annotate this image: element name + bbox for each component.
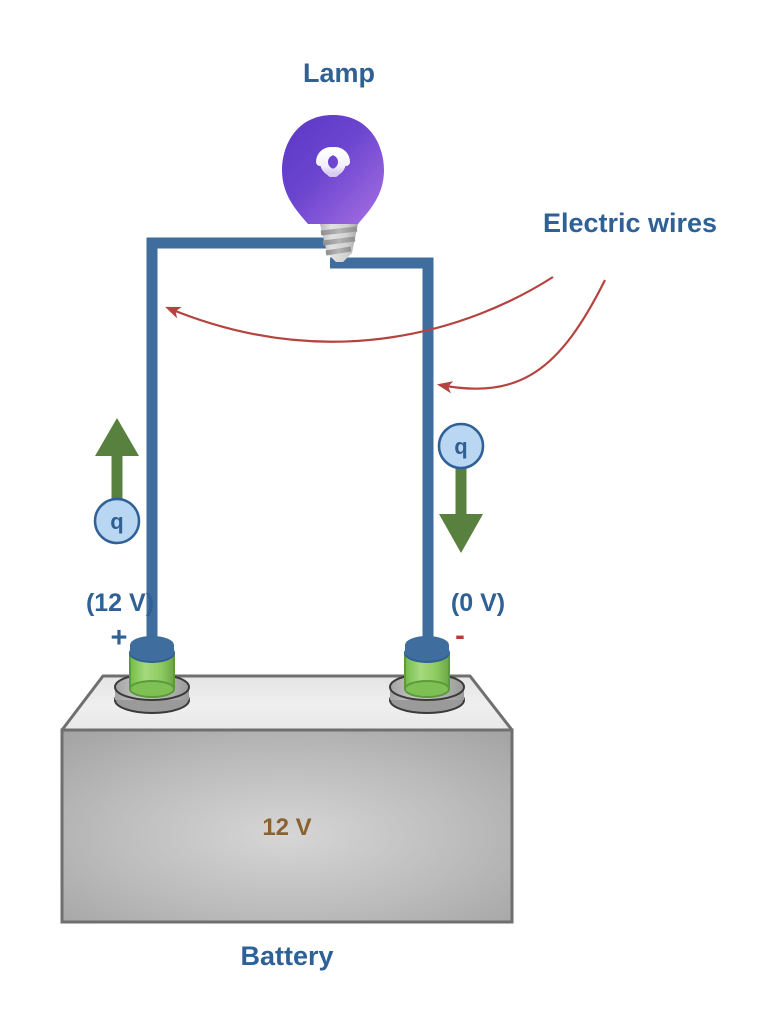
charge-label-right: q — [454, 434, 467, 459]
lamp-bulb — [282, 115, 384, 262]
wires-annotation-arrow-left — [165, 276, 554, 343]
battery-terminal-positive — [114, 636, 190, 714]
negative-terminal-post-bottom — [404, 680, 450, 698]
charge-circle-left — [93, 497, 141, 545]
charge-indicator-left: q — [93, 418, 141, 545]
wire-right — [330, 257, 434, 650]
positive-terminal-post-bottom — [129, 680, 175, 698]
battery: 12 V — [60, 674, 514, 924]
battery-label: Battery — [240, 941, 333, 971]
charge-arrow-left-head — [95, 418, 139, 456]
charge-label-left: q — [110, 509, 123, 534]
battery-front-face — [60, 728, 514, 924]
electric-wires-label: Electric wires — [543, 208, 717, 238]
charge-indicator-right: q — [437, 422, 485, 553]
negative-sign-label: - — [455, 620, 465, 652]
battery-voltage-text: 12 V — [262, 814, 311, 841]
charge-circle-right — [437, 422, 485, 470]
left-terminal-voltage-label: (12 V) — [86, 589, 154, 617]
wire-left — [146, 237, 335, 650]
right-terminal-voltage-label: (0 V) — [451, 589, 505, 617]
charge-arrow-right-head — [439, 514, 483, 553]
lamp-label: Lamp — [303, 58, 375, 88]
wires-annotation-arrow-right — [436, 279, 606, 394]
bulb-filament — [316, 147, 350, 216]
bulb-base-threads — [320, 226, 358, 256]
positive-sign-label: + — [111, 622, 128, 654]
